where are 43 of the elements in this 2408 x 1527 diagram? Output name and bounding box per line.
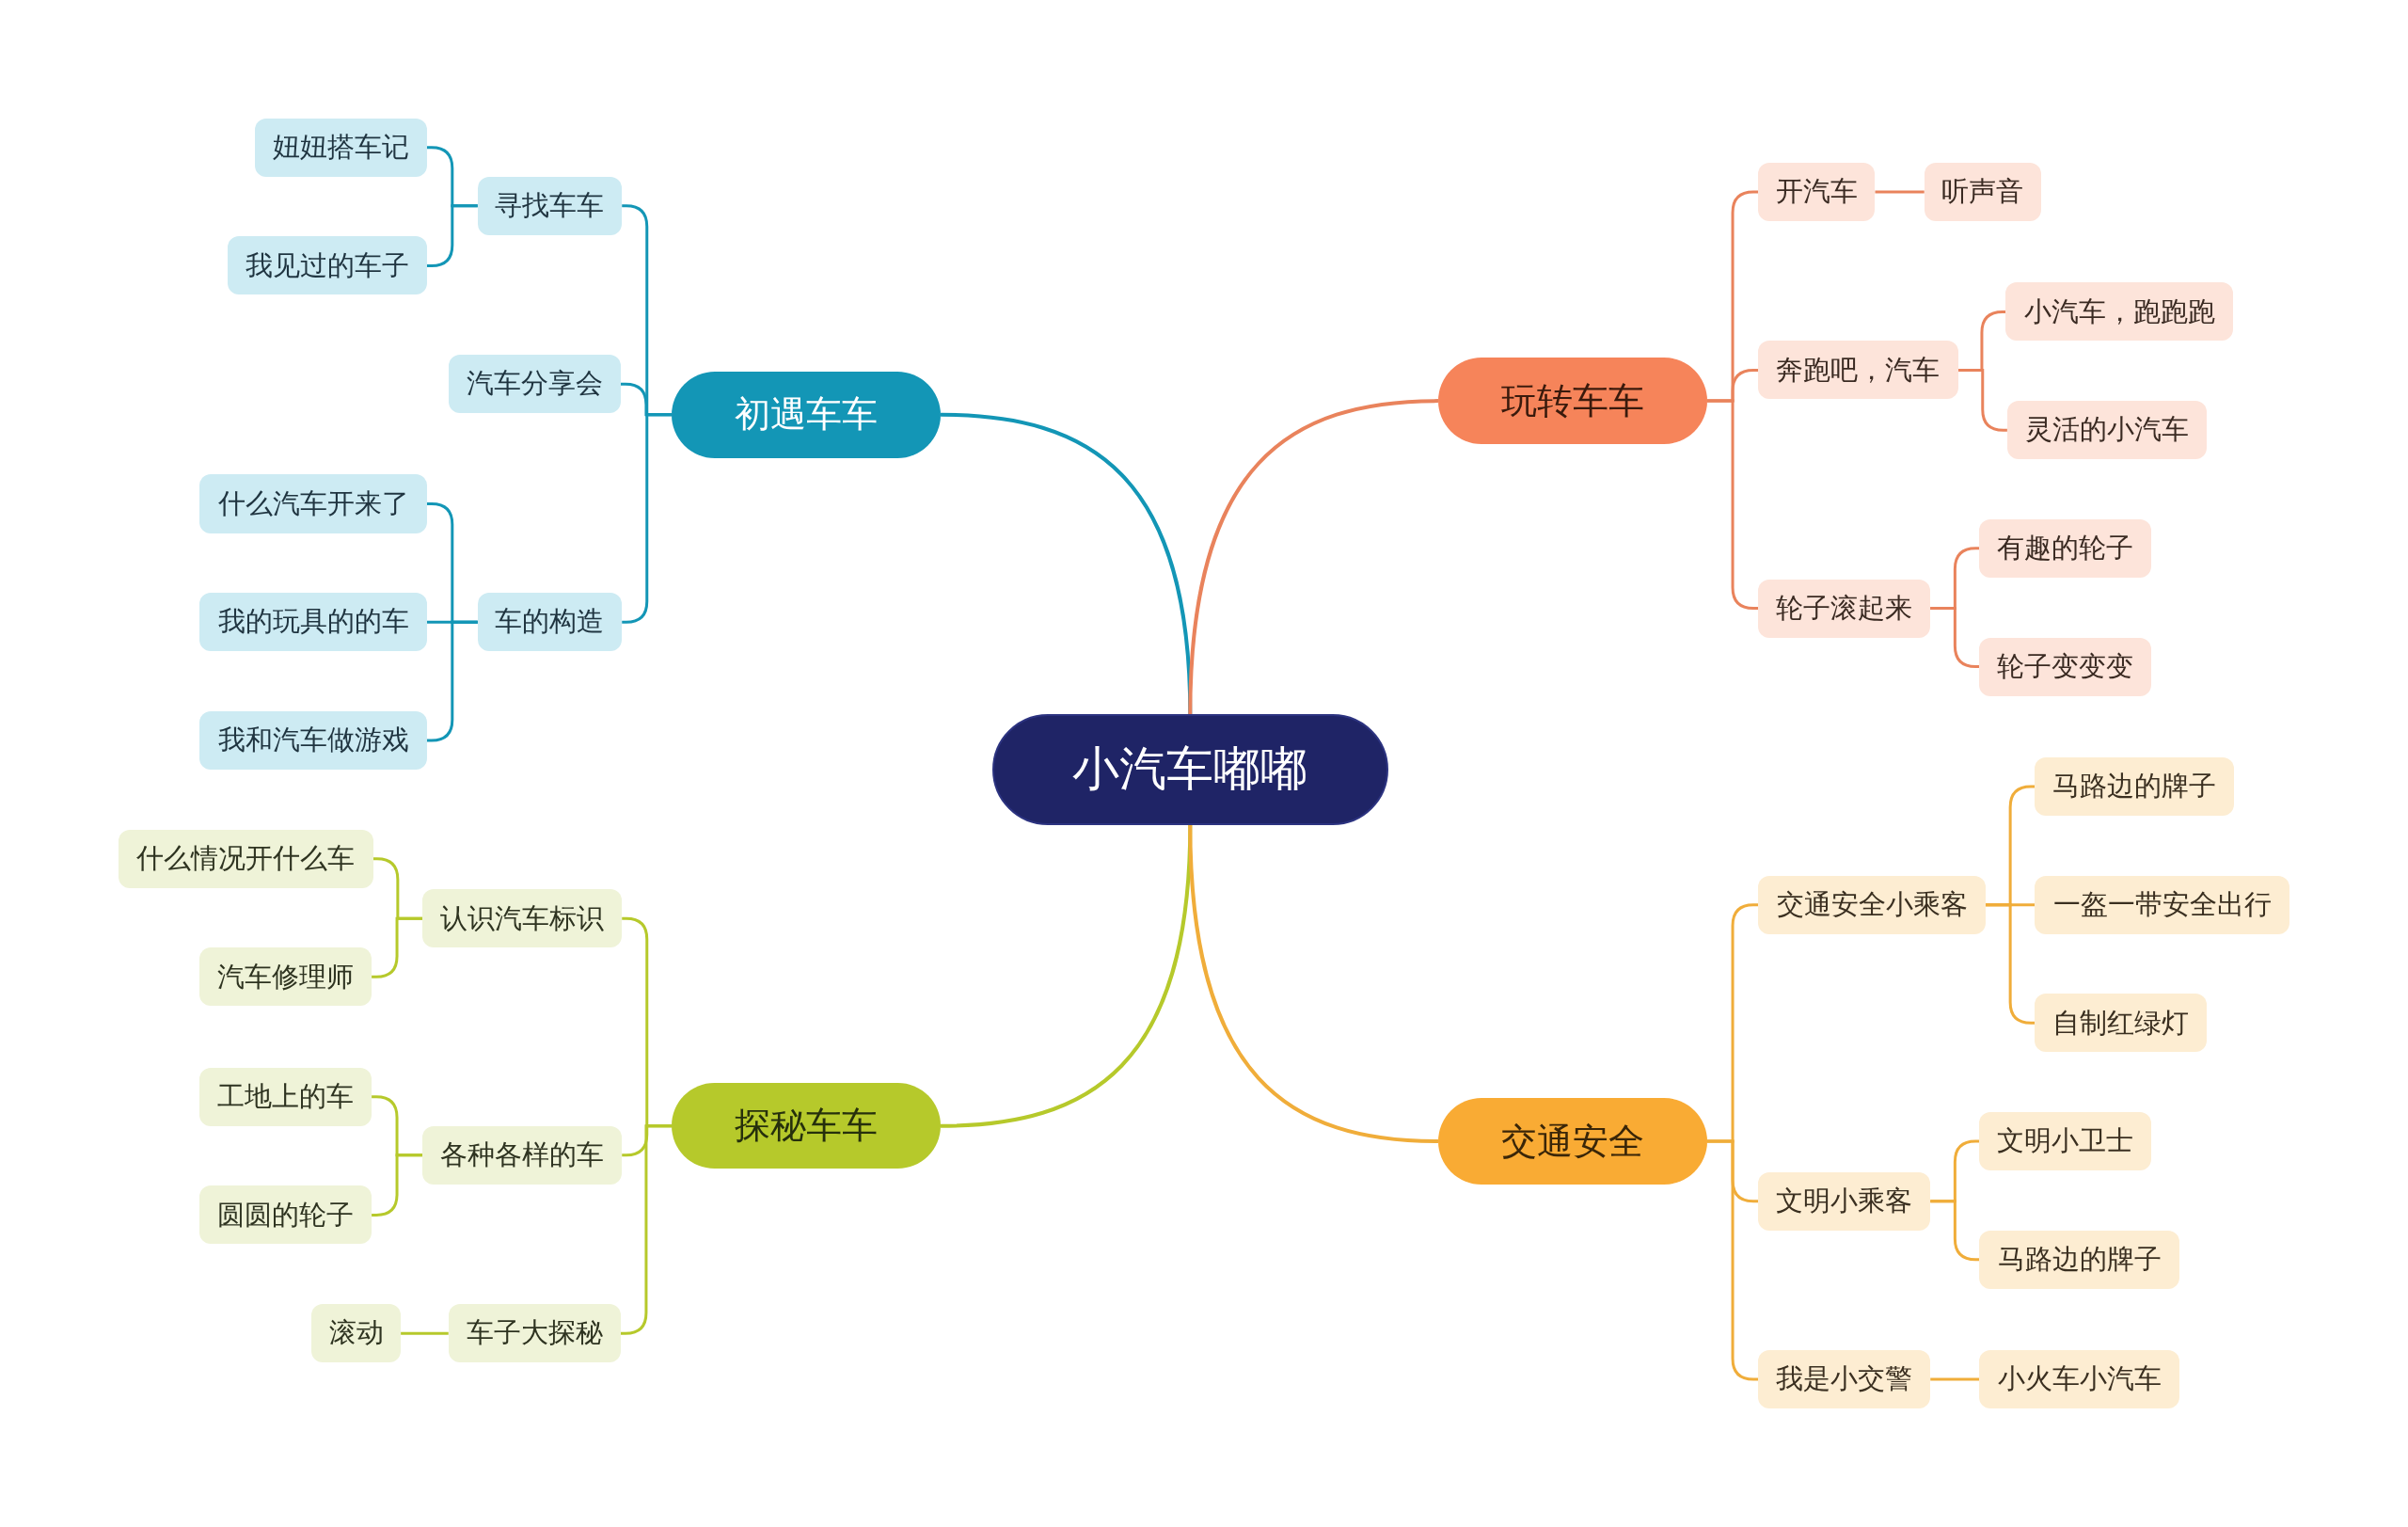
subtopic-box: 小汽车，跑跑跑: [2005, 282, 2233, 342]
subtopic-box: 我见过的车子: [227, 236, 427, 295]
connector-line: [401, 1331, 449, 1335]
subtopic-box: 妞妞搭车记: [255, 118, 427, 177]
subtopic-box: 听声音: [1924, 163, 2041, 222]
subtopic-box: 汽车修理师: [199, 947, 372, 1007]
subtopic-box: 有趣的轮子: [1979, 518, 2152, 578]
subtopic-box: 什么汽车开来了: [199, 474, 427, 533]
subtopic-box: 文明小卫士: [1979, 1112, 2152, 1171]
subtopic-box: 我是小交警: [1758, 1350, 1931, 1409]
subtopic-box: 寻找车车: [477, 176, 623, 235]
subtopic-box: 轮子变变变: [1979, 637, 2152, 696]
subtopic-box: 小火车小汽车: [1979, 1350, 2179, 1409]
subtopic-box: 交通安全小乘客: [1758, 875, 1986, 934]
connector-line: [1188, 824, 1439, 1144]
connector-line: [1930, 1377, 1980, 1381]
subtopic-box: 灵活的小汽车: [2006, 401, 2208, 460]
connector-line: [1188, 399, 1439, 715]
subtopic-box: 轮子滚起来: [1758, 579, 1931, 638]
subtopic-box: 我和汽车做游戏: [199, 710, 427, 770]
subtopic-box: 滚动: [311, 1304, 402, 1363]
branch-topic: 初遇车车: [672, 372, 941, 458]
subtopic-box: 认识汽车标识: [421, 889, 623, 948]
subtopic-box: 一盔一带安全出行: [2035, 875, 2290, 934]
subtopic-box: 开汽车: [1758, 163, 1876, 222]
subtopic-box: 什么情况开什么车: [118, 829, 373, 888]
subtopic-box: 汽车分享会: [448, 355, 621, 414]
branch-topic: 玩转车车: [1437, 358, 1707, 444]
subtopic-box: 自制红绿灯: [2035, 994, 2208, 1053]
subtopic-box: 圆圆的轮子: [199, 1185, 372, 1245]
subtopic-box: 工地上的车: [199, 1067, 372, 1126]
subtopic-box: 马路边的牌子: [2035, 756, 2235, 816]
subtopic-box: 车子大探秘: [448, 1304, 621, 1363]
branch-topic: 探秘车车: [672, 1083, 941, 1169]
subtopic-box: 奔跑吧，汽车: [1758, 341, 1958, 400]
subtopic-box: 马路边的牌子: [1979, 1230, 2179, 1289]
subtopic-box: 我的玩具的的车: [199, 593, 427, 652]
branch-topic: 交通安全: [1437, 1098, 1707, 1185]
subtopic-box: 车的构造: [477, 593, 623, 652]
connector-line: [1875, 190, 1925, 194]
central-topic: 小汽车嘟嘟: [991, 714, 1388, 825]
subtopic-box: 文明小乘客: [1758, 1171, 1931, 1231]
subtopic-box: 各种各样的车: [421, 1125, 623, 1185]
